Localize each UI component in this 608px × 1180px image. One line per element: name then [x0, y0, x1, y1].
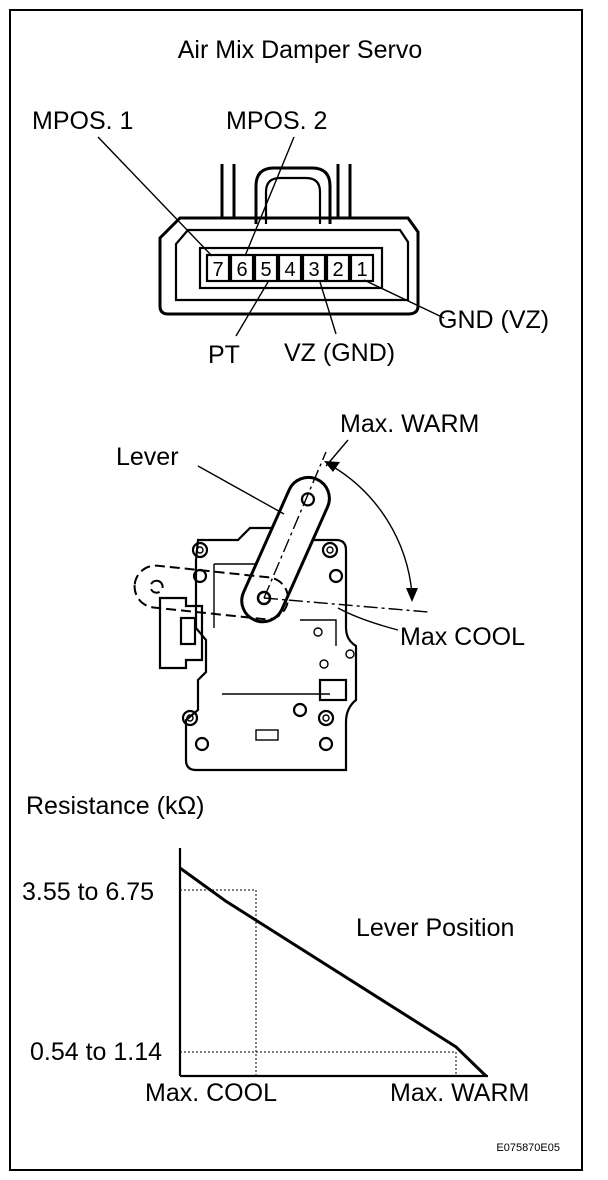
pin-number-1: 1	[356, 259, 367, 281]
vz-gnd-leader-line	[319, 281, 337, 335]
pin-number-4: 4	[284, 259, 295, 281]
resistance-chart: Resistance (kΩ) Lever Position 3.55 to 6…	[22, 792, 529, 1107]
warm-center-line	[263, 451, 327, 599]
mpos2-leader-line	[244, 136, 295, 257]
figure-code: E075870E05	[496, 1142, 560, 1154]
label-gnd-vz: GND (VZ)	[438, 306, 549, 334]
rotation-arrow-head-cool	[406, 588, 418, 602]
cool-center-line	[263, 597, 429, 613]
servo-mounting-holes	[181, 541, 355, 752]
y-tick-label-low: 0.54 to 1.14	[30, 1038, 162, 1066]
gnd-vz-leader-line	[363, 279, 445, 319]
connector-latch-left	[220, 164, 236, 218]
servo-side-mount	[158, 596, 204, 670]
mpos1-leader-line	[97, 136, 213, 257]
chart-annotation: Lever Position	[356, 914, 514, 942]
connector-lock	[254, 166, 332, 224]
label-pt: PT	[208, 341, 240, 369]
pin-number-6: 6	[236, 259, 247, 281]
pin-number-7: 7	[212, 259, 223, 281]
chart-y-axis-label: Resistance (kΩ)	[26, 792, 204, 820]
lever-max-warm-position	[240, 475, 331, 624]
connector-lock-inner	[264, 176, 322, 224]
rotation-arrow-head-warm	[324, 461, 340, 472]
connector: 7 6 5 4 3 2 1	[158, 164, 420, 316]
connector-housing-inner	[174, 228, 410, 302]
resistance-curve-line	[179, 866, 488, 1078]
servo-output-block	[318, 678, 348, 702]
figure-title: Air Mix Damper Servo	[178, 36, 423, 64]
lever-leader-line	[197, 465, 285, 515]
pin-number-5: 5	[260, 259, 271, 281]
y-tick-label-high: 3.55 to 6.75	[22, 878, 154, 906]
figure-frame	[9, 9, 583, 1171]
label-mpos1: MPOS. 1	[32, 107, 133, 135]
pin-number-3: 3	[308, 259, 319, 281]
label-vz-gnd: VZ (GND)	[284, 339, 395, 367]
label-max-warm-lever: Max. WARM	[340, 410, 479, 438]
max-cool-leader-line	[337, 607, 399, 631]
rotation-arc	[331, 465, 413, 595]
x-tick-label-max-cool: Max. COOL	[145, 1079, 277, 1107]
connector-latch-right	[336, 164, 352, 218]
servo-side-slot	[179, 616, 197, 646]
pt-leader-line	[235, 281, 269, 337]
pin-number-2: 2	[332, 259, 343, 281]
label-lever: Lever	[116, 443, 179, 471]
x-tick-label-max-warm: Max. WARM	[390, 1079, 529, 1107]
label-mpos2: MPOS. 2	[226, 107, 327, 135]
label-max-cool-lever: Max COOL	[400, 623, 525, 651]
servo-housing-outline	[184, 526, 358, 772]
connector-housing	[158, 216, 420, 316]
servo-small-tab	[255, 729, 279, 741]
max-warm-leader-line	[325, 439, 349, 467]
connector-pin-cells	[205, 253, 375, 283]
